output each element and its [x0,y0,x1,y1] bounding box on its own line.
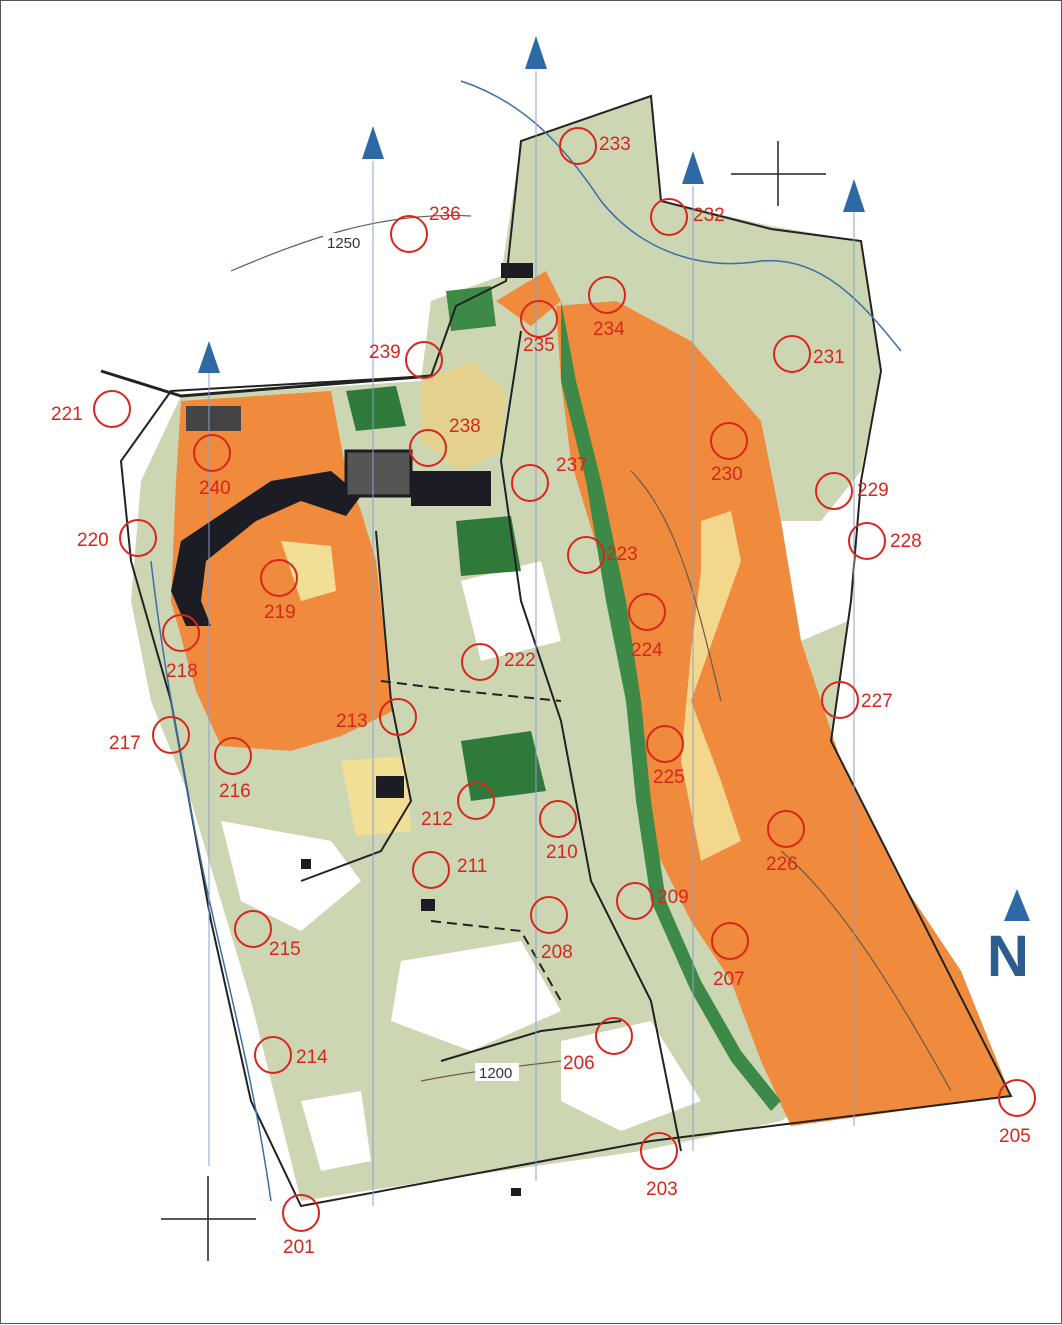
control-label-220: 220 [77,530,109,551]
control-label-217: 217 [109,733,141,754]
control-circle-217 [152,716,190,754]
control-label-216: 216 [219,781,251,802]
control-circle-237 [511,464,549,502]
control-label-234: 234 [593,319,625,340]
control-circle-218 [162,614,200,652]
control-label-215: 215 [269,939,301,960]
control-label-228: 228 [890,531,922,552]
control-label-212: 212 [421,809,453,830]
control-circle-215 [234,910,272,948]
terrain-layer [131,96,1011,1201]
control-label-232: 232 [693,205,725,226]
control-circle-223 [567,536,605,574]
north-arrow-icon [525,36,547,69]
control-circle-216 [214,737,252,775]
control-circle-236 [390,215,428,253]
paths-layer [100,80,1013,1208]
control-label-227: 227 [861,691,893,712]
control-circle-230 [710,422,748,460]
control-label-206: 206 [563,1053,595,1074]
control-circle-226 [767,810,805,848]
control-label-205: 205 [999,1126,1031,1147]
north-arrow-icon [198,341,220,373]
control-label-213: 213 [336,711,368,732]
control-circle-222 [461,643,499,681]
control-circle-206 [595,1017,633,1055]
control-circle-228 [848,522,886,560]
control-circle-240 [193,434,231,472]
control-circle-224 [628,593,666,631]
control-label-219: 219 [264,602,296,623]
control-label-201: 201 [283,1237,315,1258]
control-label-218: 218 [166,661,198,682]
contour-label-1250: 1250 [327,235,360,252]
control-circle-213 [379,698,417,736]
control-circle-212 [457,782,495,820]
controls-layer: 201 203 205 206 207 208 209 210 211 212 213 214 215 2… [51,127,1036,1258]
control-label-230: 230 [711,464,743,485]
control-label-236: 236 [429,204,461,225]
control-circle-221 [93,390,131,428]
control-circle-235 [520,300,558,338]
control-circle-234 [588,276,626,314]
control-circle-214 [254,1036,292,1074]
control-label-231: 231 [813,347,845,368]
control-label-224: 224 [631,640,663,661]
control-circle-203 [640,1132,678,1170]
open-field-east [556,301,1011,1126]
registration-marks [161,141,826,1261]
control-label-207: 207 [713,969,745,990]
contour-label-1200: 1200 [479,1065,512,1082]
north-lines [198,36,865,1206]
control-label-208: 208 [541,942,573,963]
control-label-210: 210 [546,842,578,863]
control-circle-207 [711,922,749,960]
control-circle-208 [530,896,568,934]
control-label-221: 221 [51,404,83,425]
control-circle-238 [409,429,447,467]
control-circle-210 [539,800,577,838]
dense-forest [461,731,546,801]
control-circle-231 [773,335,811,373]
control-label-214: 214 [296,1047,328,1068]
control-label-233: 233 [599,134,631,155]
control-circle-205 [998,1079,1036,1117]
control-circle-229 [815,472,853,510]
control-circle-232 [650,198,688,236]
control-label-235: 235 [523,335,555,356]
control-circle-227 [821,681,859,719]
control-circle-225 [646,725,684,763]
north-arrow-icon [682,151,704,184]
control-label-239: 239 [369,342,401,363]
control-circle-233 [559,127,597,165]
control-circle-239 [405,341,443,379]
control-label-203: 203 [646,1179,678,1200]
control-label-229: 229 [857,480,889,501]
north-label: N [987,924,1029,989]
control-label-223: 223 [606,544,638,565]
control-circle-220 [119,519,157,557]
north-arrow-icon [362,126,384,159]
control-circle-201 [282,1194,320,1232]
control-label-211: 211 [457,856,487,877]
control-circle-219 [260,559,298,597]
control-label-209: 209 [657,887,689,908]
north-arrow-icon [843,179,865,212]
compass: N [987,889,1030,989]
control-label-226: 226 [766,854,798,875]
contour-labels: 1250 1200 [323,233,519,1082]
control-label-222: 222 [504,650,536,671]
control-label-237: 237 [556,455,588,476]
control-label-225: 225 [653,767,685,788]
compass-arrow-icon [1004,889,1030,921]
control-circle-211 [412,851,450,889]
control-label-238: 238 [449,416,481,437]
control-label-240: 240 [199,478,231,499]
control-circle-209 [616,882,654,920]
